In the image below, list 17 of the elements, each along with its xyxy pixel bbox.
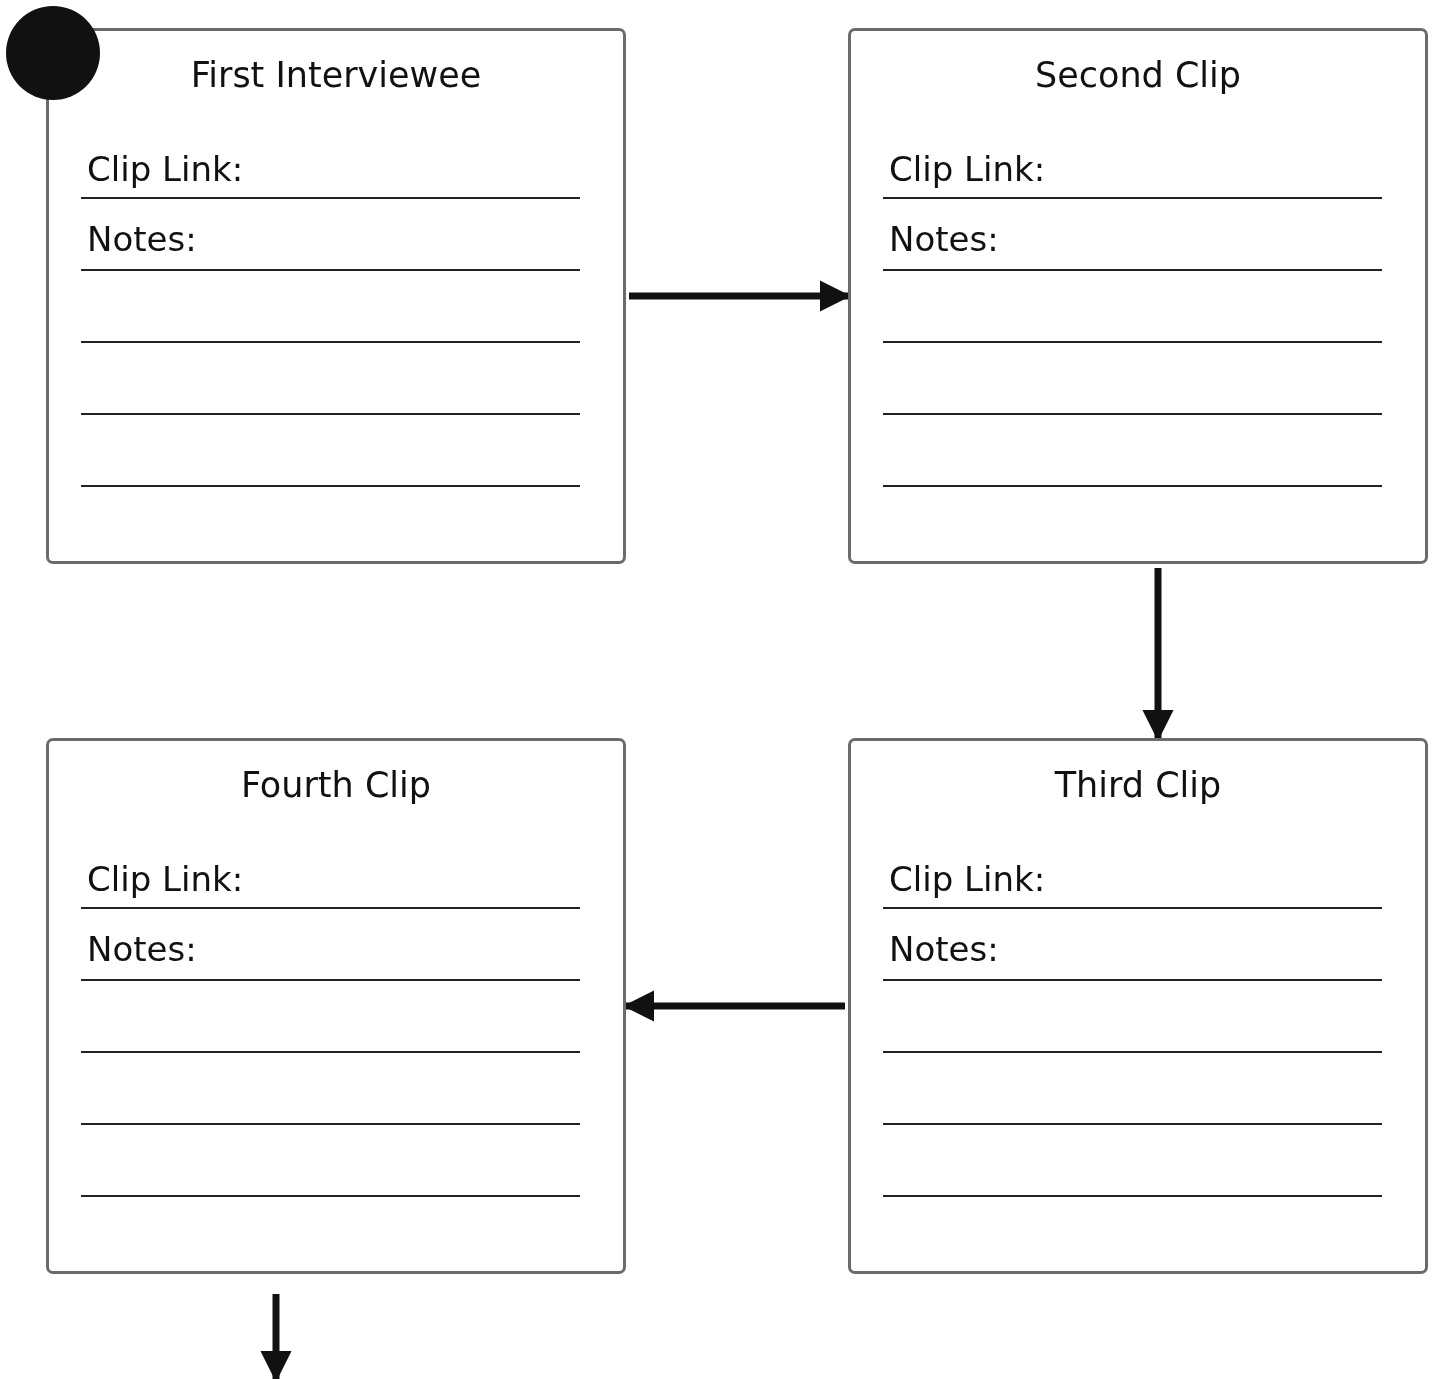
worksheet-card [46, 28, 626, 564]
field-label: Notes: [87, 929, 197, 969]
dot-marker [6, 6, 100, 100]
worksheet-card [46, 738, 626, 1274]
field-label: Clip Link: [87, 149, 244, 189]
card-title: Third Clip [1053, 765, 1223, 805]
card-title: Fourth Clip [240, 765, 432, 805]
field-label: Notes: [889, 929, 999, 969]
field-label: Clip Link: [889, 859, 1046, 899]
card-title: Second Clip [1033, 55, 1242, 95]
field-label: Notes: [87, 219, 197, 259]
field-label: Notes: [889, 219, 999, 259]
card-title: First Interviewee [189, 55, 483, 95]
worksheet-card [848, 738, 1428, 1274]
worksheet-card [848, 28, 1428, 564]
field-label: Clip Link: [889, 149, 1046, 189]
field-label: Clip Link: [87, 859, 244, 899]
